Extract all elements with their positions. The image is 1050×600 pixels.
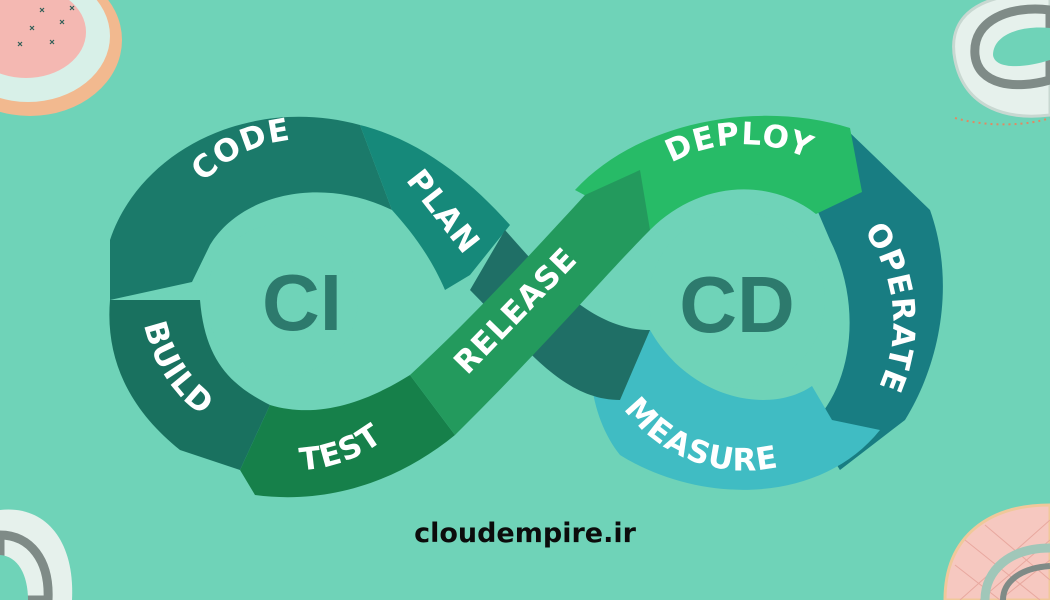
plan-segment bbox=[360, 125, 510, 290]
test-segment bbox=[240, 375, 455, 498]
measure-segment bbox=[590, 330, 880, 490]
operate-segment bbox=[810, 128, 943, 470]
code-segment bbox=[110, 116, 392, 300]
site-url-text: cloudempire.ir bbox=[414, 518, 636, 549]
ci-label: CI bbox=[262, 258, 342, 347]
release-segment bbox=[410, 170, 650, 435]
corner-decoration-top-left bbox=[0, 0, 122, 116]
build-segment bbox=[109, 300, 271, 470]
cd-label: CD bbox=[679, 260, 795, 349]
ci-hub bbox=[206, 224, 358, 376]
deploy-segment bbox=[575, 115, 862, 230]
cd-hub bbox=[649, 212, 825, 388]
corner-decoration-top-right bbox=[952, 0, 1050, 126]
corner-decoration-bottom-left bbox=[0, 509, 73, 600]
